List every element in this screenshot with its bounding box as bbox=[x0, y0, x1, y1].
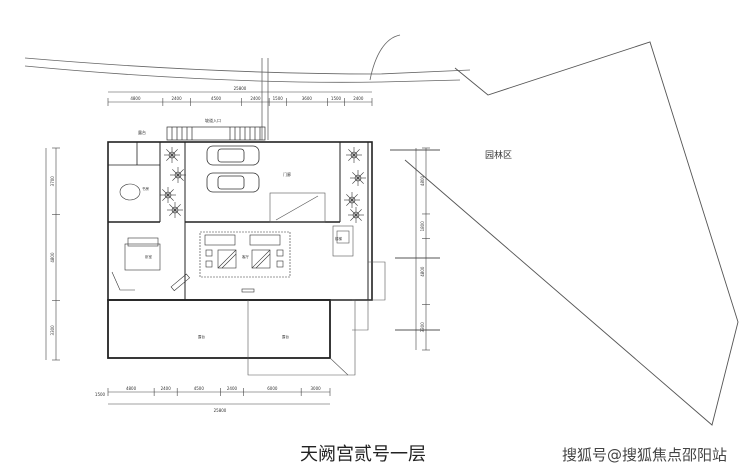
terrace-a-label: 露台 bbox=[198, 334, 205, 339]
site-contours bbox=[24, 34, 471, 140]
bottom-dimension: 2400 bbox=[161, 386, 172, 391]
bottom-dimension: 2400 bbox=[227, 386, 238, 391]
plan-title: 天阙宫贰号一层 bbox=[300, 444, 426, 465]
top-dimension: 1500 bbox=[331, 96, 342, 101]
left-dimension: 3700 bbox=[50, 176, 55, 187]
left-dimension: 3300 bbox=[50, 325, 55, 336]
top-dimension: 3600 bbox=[302, 96, 313, 101]
outlines bbox=[247, 192, 386, 376]
bedroom-label: 卧室 bbox=[145, 254, 152, 259]
top-dimension: 2400 bbox=[353, 96, 364, 101]
top-dimension: 2400 bbox=[250, 96, 261, 101]
entry-steps bbox=[166, 126, 266, 141]
top-dimension: 1500 bbox=[273, 96, 284, 101]
top-dimension: 4500 bbox=[211, 96, 222, 101]
right-dimension: 3300 bbox=[420, 322, 425, 333]
top-dimension: 4800 bbox=[130, 96, 141, 101]
garden-boundary bbox=[390, 41, 739, 426]
watermark: 搜狐号@搜狐焦点邵阳站 bbox=[562, 446, 728, 464]
stair-label: 楼梯 bbox=[335, 236, 343, 241]
garage-label: 门廊 bbox=[283, 171, 291, 177]
plant-icons bbox=[160, 147, 366, 223]
terrace-b-label: 露台 bbox=[282, 334, 290, 339]
bottom-dimension: 4500 bbox=[194, 386, 205, 391]
top-dimension: 2400 bbox=[171, 96, 182, 101]
garden-label: 园林区 bbox=[485, 149, 512, 161]
study-label: 书房 bbox=[142, 186, 149, 191]
bottom-dimension: 4800 bbox=[126, 386, 137, 391]
living-furniture bbox=[111, 183, 291, 293]
right-dimension: 4800 bbox=[420, 266, 425, 277]
terrace-top-label: 露台 bbox=[138, 129, 146, 135]
dimension-lines bbox=[45, 91, 430, 405]
right-dimension: 4800 bbox=[420, 175, 425, 186]
left-dimension: 4800 bbox=[50, 252, 55, 263]
living-label: 客厅 bbox=[242, 254, 249, 259]
car-icons bbox=[206, 145, 260, 193]
bottom-dimension: 3000 bbox=[310, 386, 321, 391]
total-dimension: 25800 bbox=[214, 408, 227, 413]
bottom-dimension: 6000 bbox=[267, 386, 278, 391]
offset-dimension: 1500 bbox=[95, 392, 106, 397]
ramp-label: 坡道入口 bbox=[205, 117, 221, 123]
total-dimension: 25800 bbox=[234, 86, 247, 91]
right-dimension: 1800 bbox=[420, 221, 425, 232]
